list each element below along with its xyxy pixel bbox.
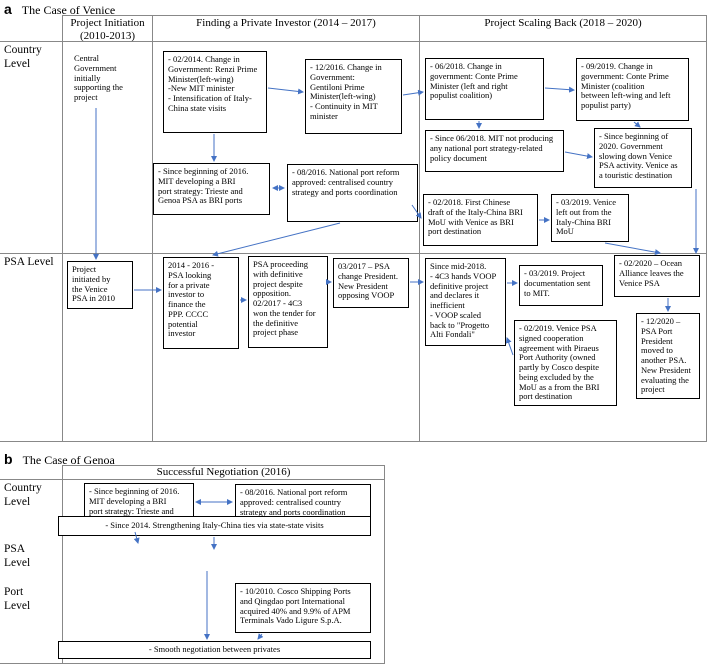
box-psa-looking-investor: 2014 - 2016 - PSA looking for a private …: [163, 257, 239, 349]
box-piraeus-agreement: - 02/2019. Venice PSA signed cooperation…: [514, 320, 617, 406]
level-label-country: Country Level: [4, 44, 42, 71]
section-b-title: The Case of Genoa: [22, 453, 115, 467]
box-first-chinese-mou-draft: - 02/2018. First Chinese draft of the It…: [423, 194, 538, 246]
box-national-port-reform: - 08/2016. National port reform approved…: [287, 164, 418, 222]
box-ocean-alliance-leaves: - 02/2020 – Ocean Alliance leaves the Ve…: [614, 255, 700, 297]
grid-a-top: [62, 15, 707, 16]
grid-a-header-bottom: [0, 41, 707, 42]
box-b-since-2014-ties: - Since 2014. Strengthening Italy-China …: [58, 516, 371, 536]
box-b-cosco-acquisition: - 10/2010. Cosco Shipping Ports and Qing…: [235, 583, 371, 633]
grid-b-bottom: [0, 663, 385, 664]
column-header-initiation: Project Initiation (2010-2013): [70, 17, 145, 43]
box-conte-first-government: - 06/2018. Change in government: Conte P…: [425, 58, 544, 120]
box-since-mid-2018: Since mid-2018. - 4C3 hands VOOP definit…: [425, 258, 506, 346]
grid-b-col1: [62, 465, 63, 663]
arrow-gentiloni-to-conte1: [402, 89, 424, 96]
arrow-reform-to-first-draft: [411, 204, 422, 219]
box-gentiloni-government: - 12/2016. Change in Government: Gentilo…: [305, 59, 402, 134]
section-b-heading: b The Case of Genoa: [4, 451, 115, 469]
arrow-conte1-to-conte2: [544, 86, 575, 93]
box-government-slowing-venice: - Since beginning of 2020. Government sl…: [594, 128, 692, 188]
box-venice-left-out: - 03/2019. Venice left out from the Ital…: [551, 194, 629, 242]
arrow-b-mit-to-ties: [133, 531, 140, 544]
section-a-heading: a The Case of Venice: [4, 1, 115, 19]
arrow-piraeus-to-mid2018: [505, 337, 514, 356]
grid-b-top: [62, 465, 385, 466]
level-label-psa: PSA Level: [4, 256, 54, 268]
box-renzi-government: - 02/2014. Change in Government: Renzi P…: [163, 51, 267, 133]
box-mit-no-strategy: - Since 06/2018. MIT not producing any n…: [425, 130, 564, 172]
arrow-no-strategy-to-slowing: [564, 151, 593, 160]
box-psa-president-change: 03/2017 – PSA change President. New Pres…: [333, 258, 409, 308]
box-central-government: Central Government initially supporting …: [70, 51, 146, 107]
level-label-b-port: Port Level: [4, 586, 31, 613]
column-header-successful-negotiation: Successful Negotiation (2016): [156, 466, 291, 478]
grid-a-col1: [62, 15, 63, 441]
grid-a-right: [706, 15, 707, 441]
grid-a-bottom: [0, 441, 707, 442]
arrow-reform-to-psa-looking: [212, 222, 341, 257]
box-documentation-sent: - 03/2019. Project documentation sent to…: [519, 265, 603, 306]
box-mit-bri-strategy: - Since beginning of 2016. MIT developin…: [153, 163, 270, 215]
column-header-scaling: Project Scaling Back (2018 – 2020): [484, 17, 642, 29]
arrow-venice-left-to-ocean: [604, 242, 661, 256]
level-label-b-psa: PSA Level: [4, 543, 31, 570]
grid-b-header-bottom: [0, 479, 385, 480]
column-header-finding: Finding a Private Investor (2014 – 2017): [196, 17, 376, 29]
box-b-smooth-negotiation: - Smooth negotiation between privates: [58, 641, 371, 659]
section-a-letter: a: [4, 1, 12, 17]
box-psa-proceeding: PSA proceeding with definitive project d…: [248, 256, 328, 348]
grid-b-right: [384, 465, 385, 663]
arrow-b-cosco-to-smooth: [257, 633, 264, 640]
section-b-letter: b: [4, 451, 13, 467]
section-a-title: The Case of Venice: [21, 3, 116, 17]
arrow-renzi-to-gentiloni: [267, 87, 304, 95]
level-label-b-country: Country Level: [4, 482, 42, 509]
box-president-moved: - 12/2020 – PSA Port President moved to …: [636, 313, 700, 399]
grid-a-col3: [419, 15, 420, 441]
grid-a-level-divider: [0, 253, 707, 254]
box-conte-second-government: - 09/2019. Change in government: Conte P…: [576, 58, 689, 121]
grid-a-col2: [152, 15, 153, 441]
box-project-initiated: Project initiated by the Venice PSA in 2…: [67, 261, 133, 309]
arrow-conte2-to-slowing: [633, 121, 641, 128]
